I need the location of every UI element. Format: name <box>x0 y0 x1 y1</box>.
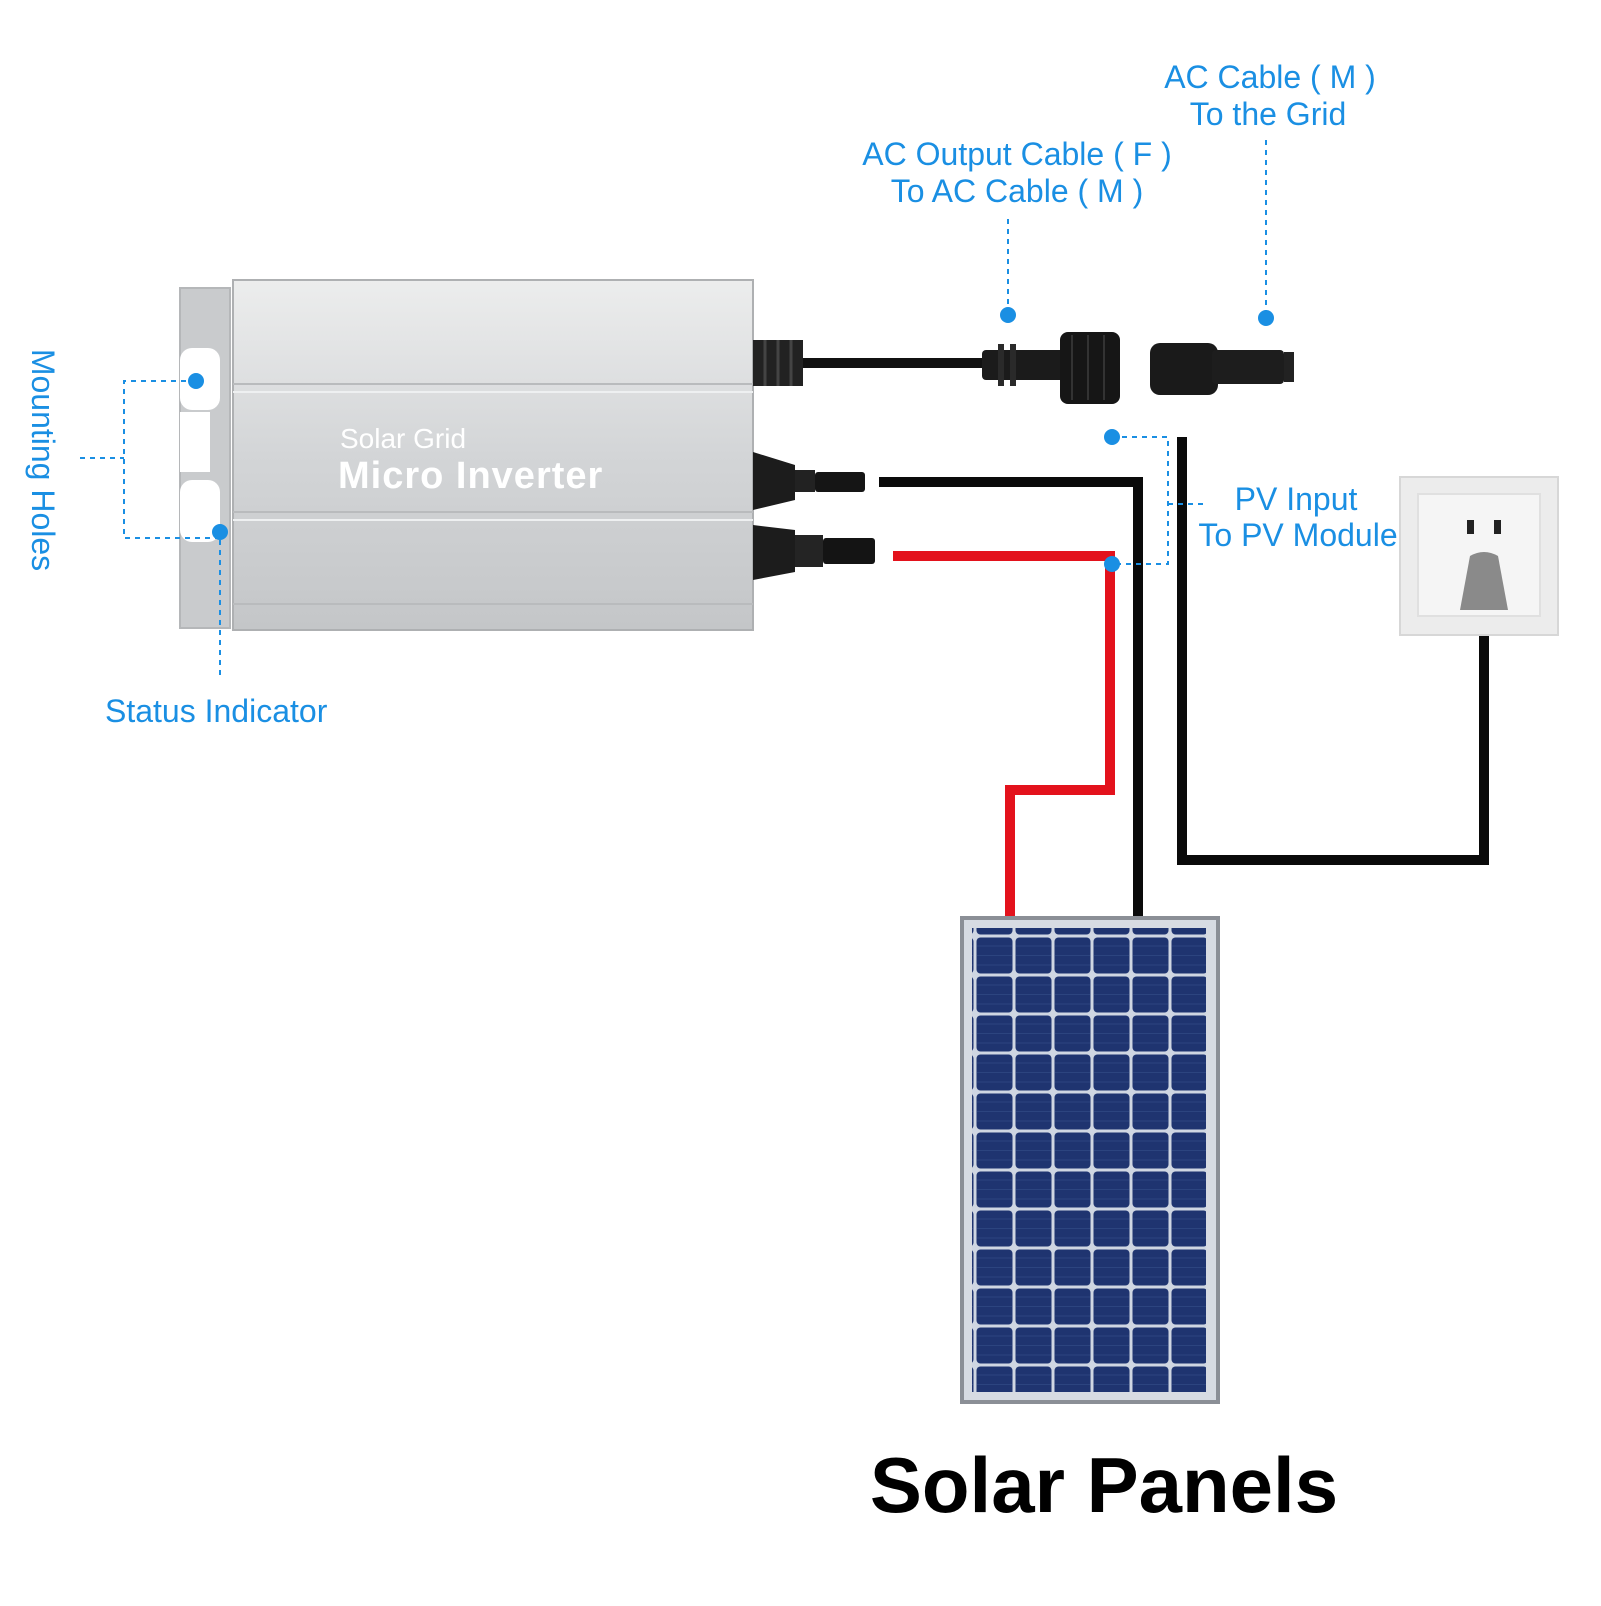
negative-wire <box>879 477 1143 918</box>
pv-connector-positive <box>753 525 875 580</box>
positive-wire <box>893 551 1115 918</box>
ac-connector-female <box>982 332 1120 404</box>
plug <box>1460 552 1508 610</box>
solar-panels-caption: Solar Panels <box>870 1441 1338 1529</box>
ac-cable-label-line2: To the Grid <box>1190 96 1347 132</box>
wall-socket <box>1399 476 1559 636</box>
device-label-line1: Solar Grid <box>340 423 466 454</box>
ac-cable-label-line1: AC Cable ( M ) <box>1164 59 1376 95</box>
pv-input-label-line2: To PV Module <box>1198 517 1397 553</box>
callout-leaders <box>80 140 1274 680</box>
ac-connector-male <box>1150 343 1420 395</box>
pv-connector-negative <box>753 452 865 510</box>
device-label-line2: Micro Inverter <box>338 455 603 497</box>
solar-panel <box>960 916 1220 1404</box>
grid-wire <box>1177 437 1489 865</box>
ac-output-label-line2: To AC Cable ( M ) <box>891 173 1144 209</box>
ac-output-label-line1: AC Output Cable ( F ) <box>862 136 1171 172</box>
mounting-holes-label: Mounting Holes <box>25 349 61 571</box>
mounting-bracket <box>179 287 231 629</box>
status-indicator-label: Status Indicator <box>105 693 328 729</box>
inverter-device: Solar Grid Micro Inverter <box>232 279 754 631</box>
ac-output-cable <box>753 340 985 386</box>
pv-input-label-line1: PV Input <box>1235 481 1358 517</box>
